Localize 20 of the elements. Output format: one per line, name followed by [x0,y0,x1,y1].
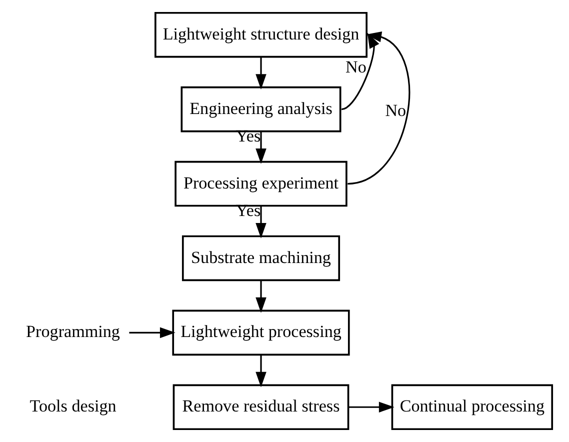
node-box: Remove residual stress [172,384,350,430]
arrow [256,131,266,164]
arrow [256,56,266,90]
arrow [348,402,394,413]
arrow [256,354,266,388]
edge-label: No [385,101,406,120]
node-box: Processing experiment [174,160,348,207]
node-box: Lightweight structure design [154,12,368,58]
arrow [256,206,266,238]
node-box: Lightweight processing [172,310,350,356]
node-box: Substrate machining [182,235,340,282]
arrow [129,327,176,338]
node-box: Continual processing [391,384,554,430]
arrow [348,32,410,185]
node-text: Programming [26,322,120,342]
node-box: Engineering analysis [180,86,342,132]
label: Tools design [30,396,116,416]
arrow [341,32,380,110]
edge-label: No [345,57,366,76]
arrow [256,280,266,313]
